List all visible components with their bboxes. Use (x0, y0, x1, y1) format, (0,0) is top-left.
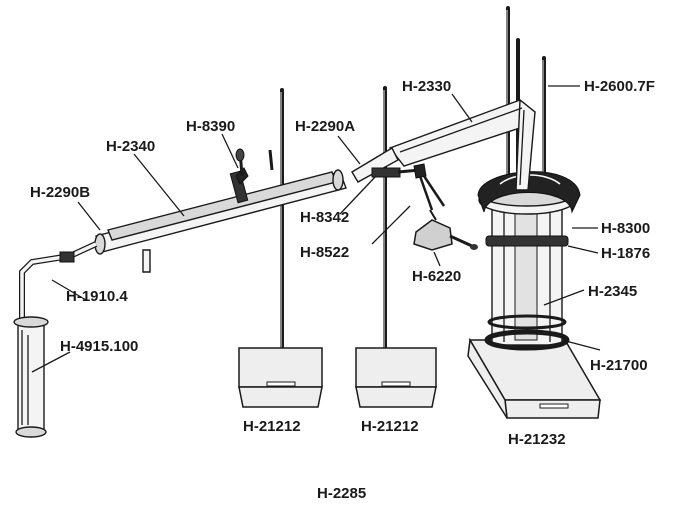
leader-lines (31, 85, 601, 373)
distilling-head (351, 98, 536, 191)
label-h2330: H-2330 (402, 78, 451, 95)
label-h2290a: H-2290A (295, 118, 355, 135)
condenser (94, 148, 347, 273)
label-h8300: H-8300 (601, 220, 650, 237)
label-h2290b: H-2290B (30, 184, 90, 201)
label-h1876: H-1876 (601, 245, 650, 262)
label-h6220: H-6220 (412, 268, 461, 285)
label-h2340: H-2340 (106, 138, 155, 155)
label-h1910-4: H-1910.4 (66, 288, 128, 305)
support-stand-left (238, 88, 323, 408)
label-h21232: H-21232 (508, 431, 566, 448)
support-stand-middle (355, 86, 437, 408)
receiver-assembly (13, 241, 98, 438)
label-h21212-right: H-21212 (361, 418, 419, 435)
label-h2345: H-2345 (588, 283, 637, 300)
diagram-title: H-2285 (317, 485, 366, 502)
label-h2600-7f: H-2600.7F (584, 78, 655, 95)
label-h8522: H-8522 (300, 244, 349, 261)
heating-column (477, 171, 581, 351)
label-h21700: H-21700 (590, 357, 648, 374)
part-labels: H-2600.7F H-2330 H-2290A H-8390 H-2340 H… (30, 78, 655, 502)
label-h8342: H-8342 (300, 209, 349, 226)
clamp-assembly (371, 163, 478, 251)
label-h8390: H-8390 (186, 118, 235, 135)
label-h21212-left: H-21212 (243, 418, 301, 435)
label-h4915-100: H-4915.100 (60, 338, 138, 355)
